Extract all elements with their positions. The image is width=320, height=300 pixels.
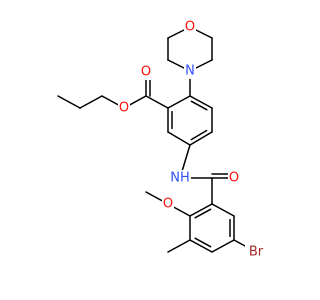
amide-nh-label: NH bbox=[170, 171, 190, 186]
atom-label-background bbox=[245, 244, 267, 260]
bond-line bbox=[57, 95, 81, 109]
bond-line bbox=[79, 95, 103, 109]
methoxy-oxygen-label: O bbox=[163, 197, 173, 212]
morpholine-nitrogen-label: N bbox=[185, 64, 195, 79]
amide-carbonyl-oxygen-label: O bbox=[229, 171, 239, 186]
bond-line bbox=[194, 237, 212, 248]
bond-line bbox=[211, 239, 235, 253]
atom-label-background bbox=[184, 63, 196, 79]
atom-label-background bbox=[228, 170, 240, 186]
bond-line bbox=[189, 239, 213, 253]
bond-line bbox=[189, 95, 213, 109]
bond-line bbox=[190, 129, 208, 141]
atom-label-background bbox=[169, 170, 191, 186]
atom-label-background bbox=[118, 100, 130, 116]
bond-line bbox=[190, 100, 208, 111]
bond-lines bbox=[57, 26, 257, 253]
bond-line bbox=[167, 95, 191, 109]
atom-labels: O N O O NH O O Br bbox=[118, 19, 267, 260]
bromine-label: Br bbox=[249, 245, 264, 260]
ester-carbonyl-oxygen-label: O bbox=[141, 65, 151, 80]
bond-line bbox=[145, 95, 169, 109]
bond-line bbox=[189, 203, 213, 217]
bond-line bbox=[167, 239, 191, 253]
bond-line bbox=[167, 131, 191, 146]
bond-line bbox=[194, 208, 212, 219]
atom-label-background bbox=[184, 19, 196, 35]
morpholine-oxygen-label: O bbox=[185, 20, 195, 35]
bond-line bbox=[189, 131, 213, 146]
ester-oxygen-label: O bbox=[119, 101, 129, 116]
atom-label-background bbox=[162, 196, 174, 212]
bond-line bbox=[211, 203, 235, 217]
molecule-structure: O N O O NH O O Br bbox=[57, 19, 267, 260]
atom-label-background bbox=[140, 64, 152, 80]
